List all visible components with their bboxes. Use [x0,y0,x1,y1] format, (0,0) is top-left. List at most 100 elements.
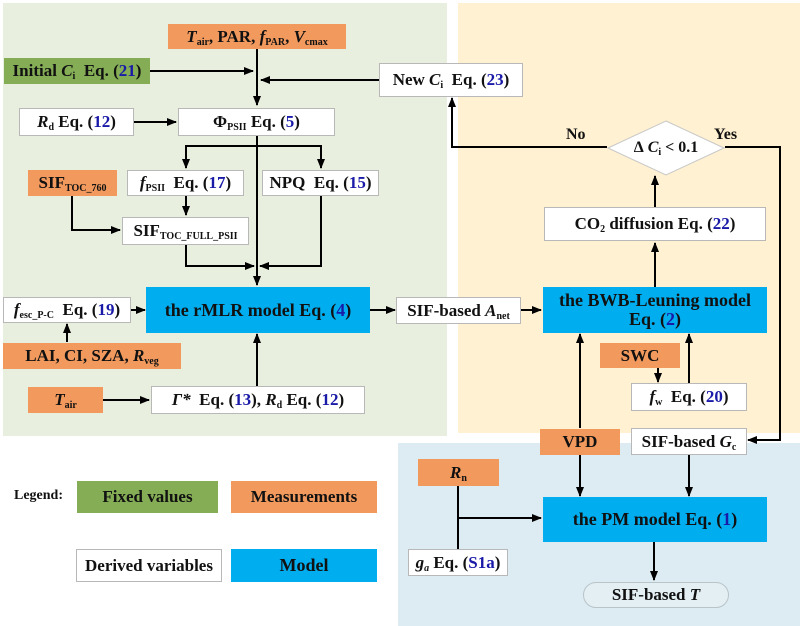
node-f-esc: fesc_P-C Eq. (19) [3,297,131,323]
eq-number: 12 [93,112,111,132]
node-phi-psii: ΦPSII Eq. (5) [178,108,335,136]
legend-text: Measurements [250,487,358,507]
sub: n [461,472,467,484]
var: g [415,552,425,572]
var: C [647,139,659,156]
node-fw: fw Eq. (20) [631,383,747,411]
node-decision: Δ Ci < 0.1 [607,120,725,176]
delta-symbol: Δ [633,139,644,156]
var: R [450,462,462,482]
eq-close: ) [503,70,510,90]
var: f [139,173,146,193]
sub: air [64,400,77,412]
legend-fixed-values: Fixed values [77,481,218,513]
sep: , [285,26,290,46]
sub: PAR [265,36,286,48]
node-f-psii: fPSII Eq. (17) [127,170,244,196]
eq: Eq. ( [199,390,235,410]
legend-model: Model [231,549,377,582]
node-tair: Tair [28,387,103,413]
legend-text: Derived variables [85,555,213,575]
eq-number: 15 [348,173,366,193]
eq-number: 22 [712,214,730,234]
sep: , [208,26,214,46]
label-yes: Yes [714,126,738,143]
eq-close: ) [365,173,372,193]
node-ga: ga Eq. (S1a) [408,549,508,576]
eq-number: 21 [118,61,136,81]
eq-close: ), [251,390,262,410]
sub: 2 [600,224,606,236]
eq-number: 2 [666,309,675,329]
node-swc: SWC [600,343,680,368]
sub: d [276,400,283,412]
condition: < 0.1 [665,139,699,156]
eq-close: ) [675,309,681,329]
legend-measurements: Measurements [231,481,377,513]
node-bwb-model: the BWB-Leuning model Eq. (2) [543,287,767,333]
eq-close: ) [294,112,300,132]
eq-number: 19 [97,300,115,320]
var: f [649,387,656,407]
eq-number: 13 [234,390,252,410]
node-top-inputs: Tair, PAR, fPAR, Vcmax [168,24,346,49]
eq: Eq. ( [83,61,119,81]
var: SIF [133,221,160,241]
var-f: f [259,26,266,46]
node-sif-gc: SIF-based Gc [631,428,747,455]
text: New [392,70,425,90]
var: NPQ [269,173,306,193]
sub: i [440,80,444,92]
var: T [54,390,65,410]
var: Φ [213,112,228,132]
var: R [132,346,145,366]
eq-close: ) [494,552,501,572]
text: LAI, CI, SZA, [25,346,129,366]
eq: diffusion Eq. ( [609,214,713,234]
sub: esc_P-C [19,310,54,322]
decision-label: Δ Ci < 0.1 [607,120,725,176]
var: R [37,112,49,132]
sub: i [72,71,76,83]
var-t: T [186,26,197,46]
node-npq: NPQ Eq. (15) [262,170,379,196]
label-no: No [566,126,586,143]
eq: Eq. ( [451,70,487,90]
node-sif-toc-760: SIFTOC_760 [28,170,117,196]
eq-number: 4 [336,299,346,320]
legend-text: Model [279,555,329,576]
eq-number: 20 [705,387,723,407]
var: Γ* [171,390,191,410]
sub: air [196,36,209,48]
eq-number: 12 [321,390,339,410]
node-rd: Rd Eq. (12) [19,108,134,136]
eq-number: 17 [208,173,226,193]
eq: Eq. ( [250,112,286,132]
sub: d [48,122,54,134]
text: VPD [562,432,598,452]
text: SWC [620,345,660,365]
text: SIF-based [611,585,686,605]
sub: cmax [304,36,328,48]
sub: PSII [145,183,165,195]
node-pm-model: the PM model Eq. (1) [543,497,767,542]
par-text: PAR, [217,26,256,46]
diamond-shape [607,120,725,176]
eq-close: ) [110,112,116,132]
sub: c [731,441,737,453]
var-v: V [293,26,305,46]
node-sif-anet: SIF-based Anet [396,297,521,324]
eq-close: ) [135,61,142,81]
eq-close: ) [731,509,738,530]
var: G [719,431,732,451]
var: C [429,70,441,90]
eq: Eq. ( [628,309,666,329]
eq: Eq. ( [313,173,349,193]
eq: Eq. ( [58,112,94,132]
node-gamma-star: Γ* Eq. (13), Rd Eq. (12) [151,386,365,414]
text: SIF-based [641,431,716,451]
var: C [61,61,73,81]
eq-close: ) [722,387,729,407]
node-vpd: VPD [540,429,620,455]
node-new-ci: New Ci Eq. (23) [379,63,523,97]
